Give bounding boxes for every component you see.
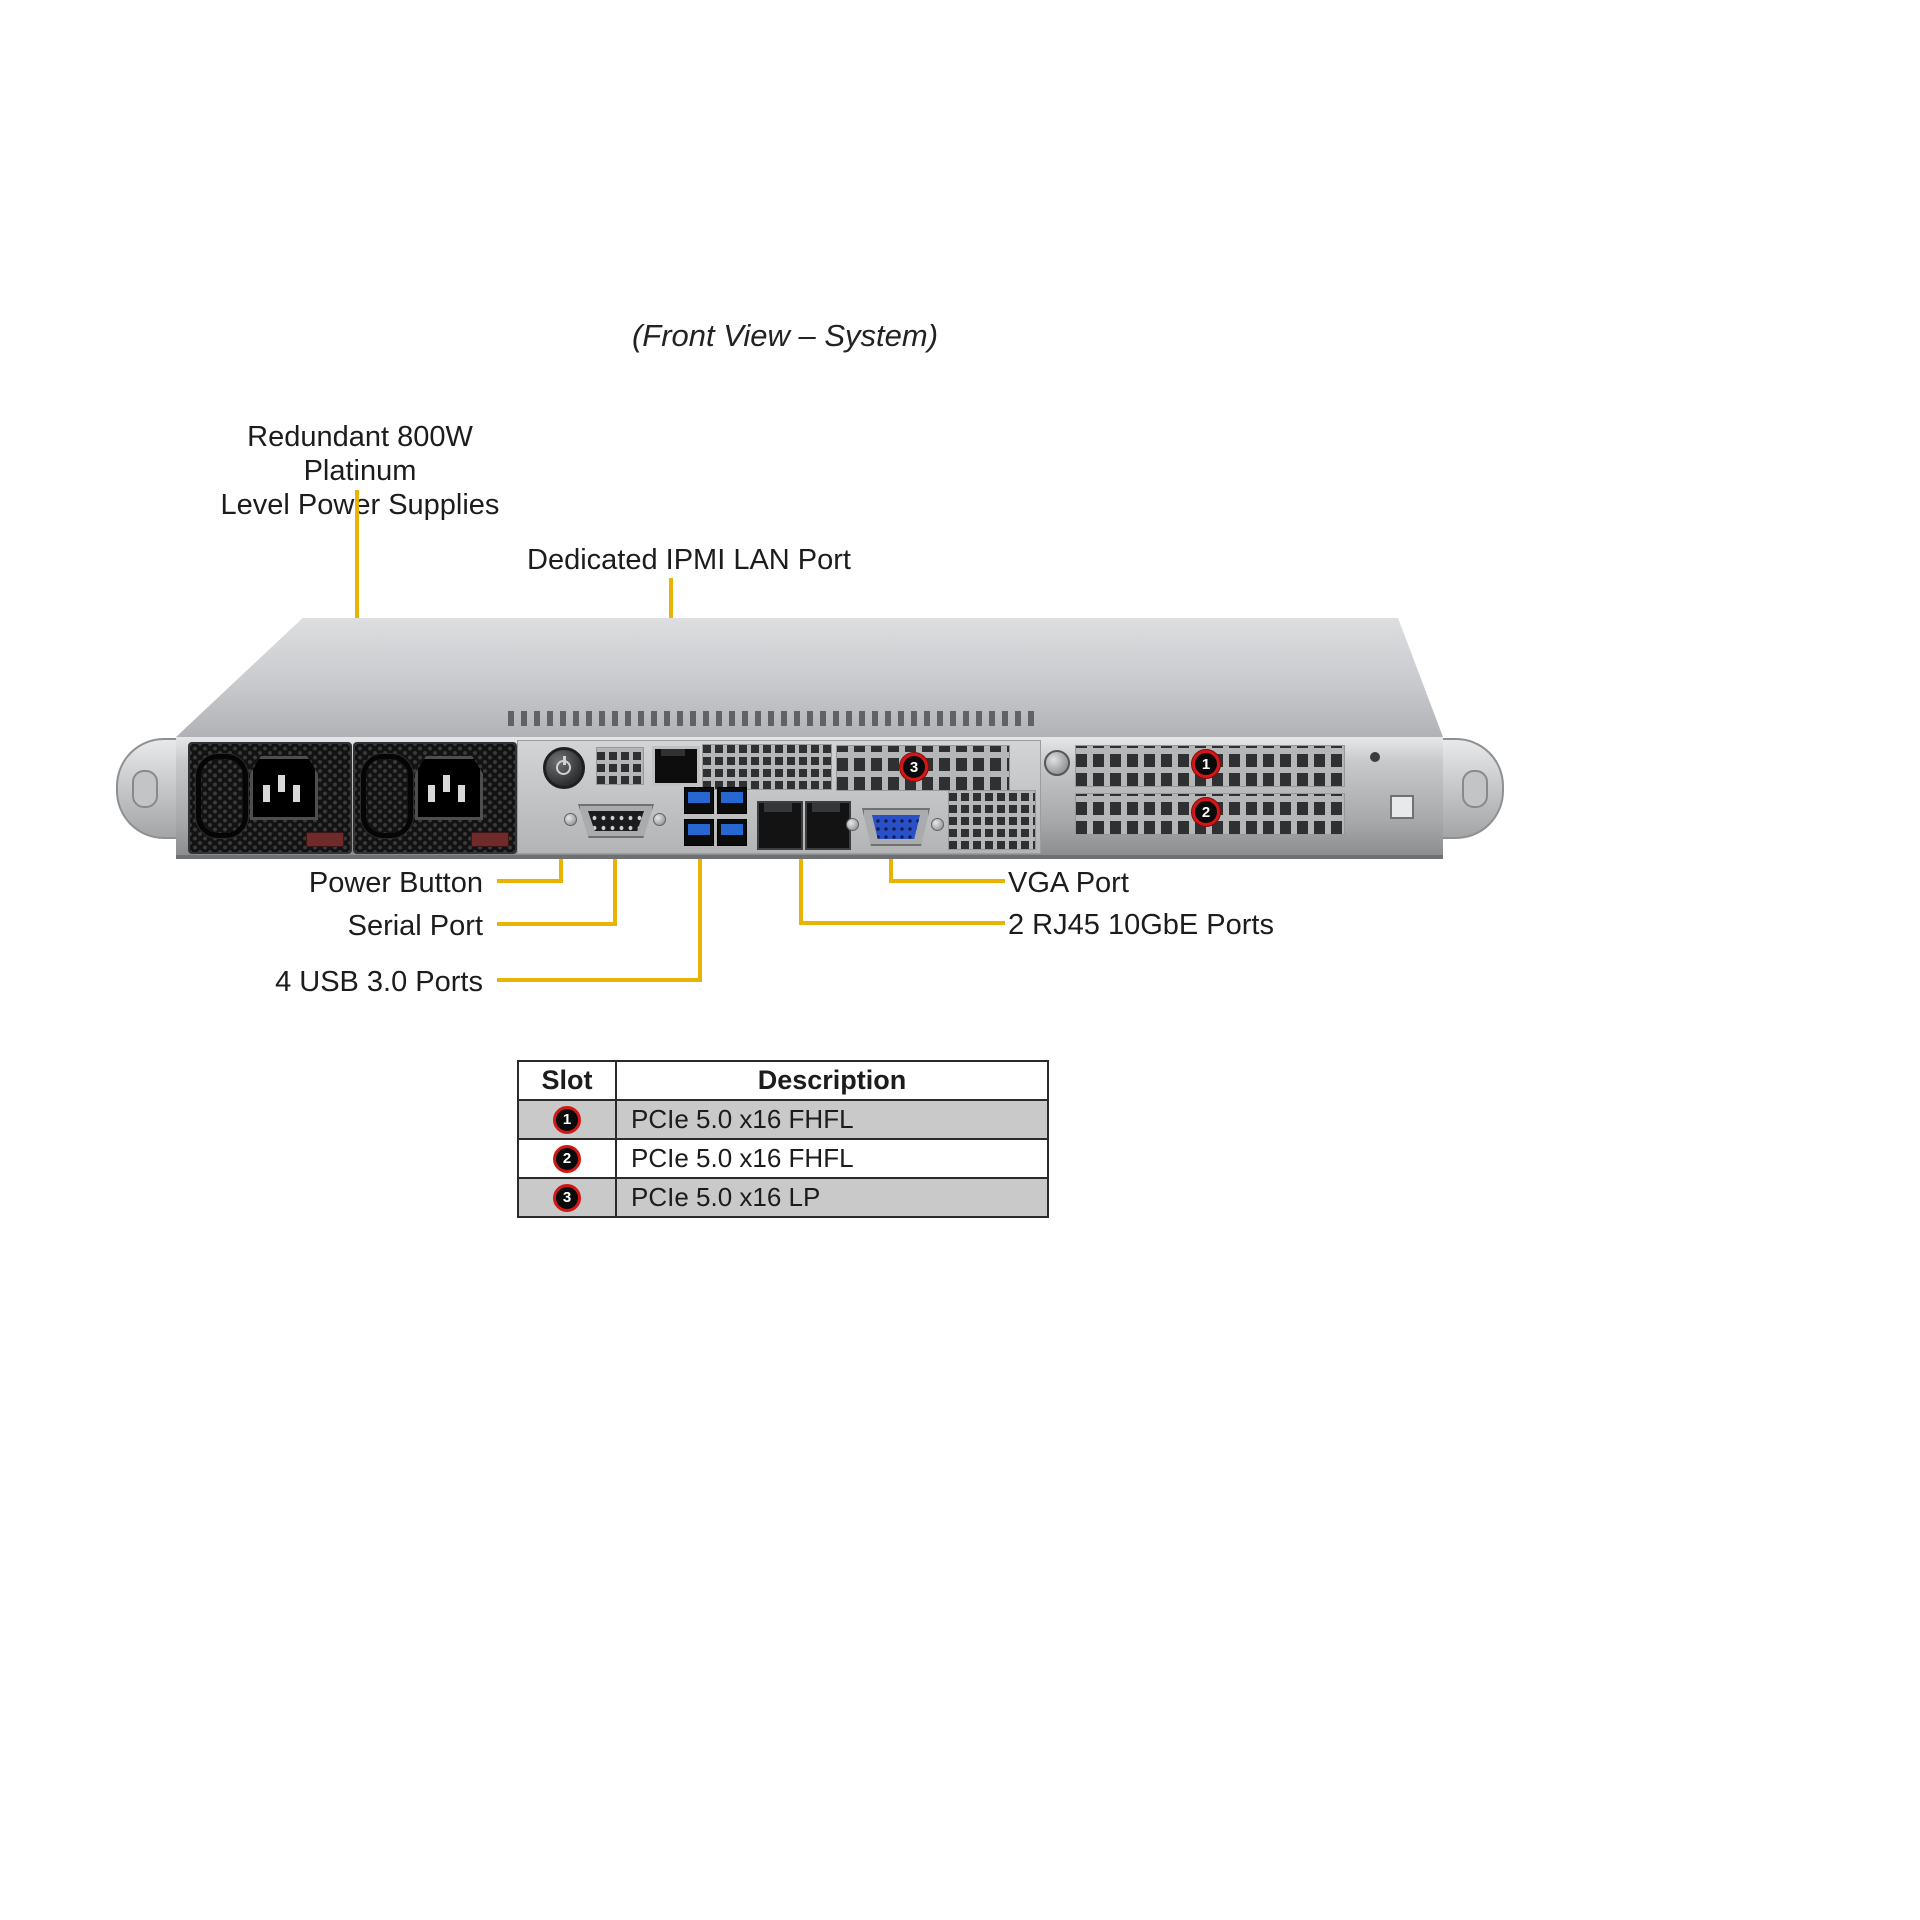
usb-port <box>717 819 747 846</box>
psu-retention-clip <box>306 832 344 847</box>
serial-port <box>578 804 654 838</box>
psu-handle-icon <box>196 754 248 838</box>
callout-line-vga-v <box>889 846 893 883</box>
rj45-port-1 <box>757 801 803 850</box>
slot-badge: 3 <box>553 1183 581 1212</box>
psu-handle-icon <box>361 754 413 838</box>
slot-badge: 2 <box>553 1144 581 1173</box>
top-vent-strip <box>508 711 1040 726</box>
usb-port <box>717 787 747 814</box>
ac-pin <box>278 775 285 792</box>
ac-pin <box>428 785 435 802</box>
rack-ear-right <box>1438 738 1504 839</box>
expansion-slot-3 <box>836 745 1010 791</box>
ac-pin <box>458 785 465 802</box>
vent-grid <box>702 744 832 790</box>
callout-line-power-h <box>497 879 563 883</box>
table-row: 1 PCIe 5.0 x16 FHFL <box>517 1099 1049 1140</box>
rj45-port-2 <box>805 801 851 850</box>
usb-port <box>684 787 714 814</box>
slot-number: 1 <box>562 1111 572 1128</box>
psu-retention-clip <box>471 832 509 847</box>
ac-pin <box>293 785 300 802</box>
chassis-slot-badge-2: 2 <box>1192 798 1220 826</box>
power-button <box>543 747 585 789</box>
ac-pin <box>263 785 270 802</box>
callout-line-vga-h <box>893 879 1005 883</box>
screw-icon <box>564 813 577 826</box>
vent-grid <box>596 747 644 785</box>
slot-badge: 1 <box>553 1105 581 1134</box>
callout-line-serial-v <box>613 838 617 926</box>
label-usb-ports: 4 USB 3.0 Ports <box>275 966 483 998</box>
label-vga-port: VGA Port <box>1008 867 1129 899</box>
slot-cell: 3 <box>517 1177 617 1218</box>
table-header-slot: Slot <box>517 1060 617 1101</box>
chassis-latch <box>1390 795 1414 819</box>
description-cell: PCIe 5.0 x16 FHFL <box>615 1138 1049 1179</box>
table-row: 2 PCIe 5.0 x16 FHFL <box>517 1138 1049 1179</box>
power-supply-2 <box>353 742 517 854</box>
ipmi-lan-port <box>652 746 700 786</box>
slot-cell: 1 <box>517 1099 617 1140</box>
label-psu-line1: Redundant 800W Platinum <box>247 421 473 487</box>
label-rj45-ports: 2 RJ45 10GbE Ports <box>1008 909 1274 941</box>
callout-line-serial-h <box>497 922 617 926</box>
chassis-hole <box>1370 752 1380 762</box>
label-serial-port: Serial Port <box>347 910 483 942</box>
power-supply-1 <box>188 742 352 854</box>
description-cell: PCIe 5.0 x16 LP <box>615 1177 1049 1218</box>
chassis-slot-badge-3: 3 <box>900 753 928 781</box>
table-row: 3 PCIe 5.0 x16 LP <box>517 1177 1049 1218</box>
table-header-description: Description <box>615 1060 1049 1101</box>
label-psu: Redundant 800W Platinum Level Power Supp… <box>200 420 520 522</box>
ac-inlet <box>250 756 318 820</box>
ac-pin <box>443 775 450 792</box>
callout-line-usb-v <box>698 850 702 982</box>
vga-port <box>862 808 930 846</box>
slot-table: Slot Description 1 PCIe 5.0 x16 FHFL 2 P… <box>517 1060 1049 1218</box>
slot-number: 3 <box>562 1189 572 1206</box>
callout-line-rj45-h <box>803 921 1005 925</box>
label-ipmi: Dedicated IPMI LAN Port <box>527 544 851 576</box>
label-power-button: Power Button <box>308 867 483 899</box>
screw-icon <box>653 813 666 826</box>
vent-grid <box>948 790 1036 850</box>
slot-number: 2 <box>562 1150 572 1167</box>
slot-cell: 2 <box>517 1138 617 1179</box>
figure-title: (Front View – System) <box>631 318 939 353</box>
screw-icon <box>846 818 859 831</box>
callout-line-rj45-v <box>799 848 803 925</box>
callout-line-usb-h <box>497 978 702 982</box>
rack-ear-left <box>116 738 182 839</box>
ac-inlet <box>415 756 483 820</box>
screw-icon <box>931 818 944 831</box>
description-cell: PCIe 5.0 x16 FHFL <box>615 1099 1049 1140</box>
thumbscrew-icon <box>1044 750 1070 776</box>
label-psu-line2: Level Power Supplies <box>220 489 500 521</box>
table-header-row: Slot Description <box>517 1060 1049 1101</box>
chassis-slot-badge-1: 1 <box>1192 750 1220 778</box>
usb-port <box>684 819 714 846</box>
